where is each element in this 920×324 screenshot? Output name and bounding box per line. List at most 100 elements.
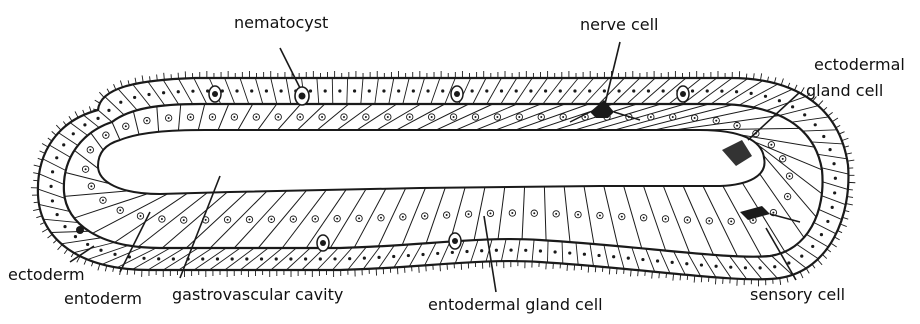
- ectoderm-nucleus: [583, 253, 586, 256]
- entoderm-nucleolus: [270, 218, 272, 220]
- entoderm-nucleolus: [715, 120, 717, 122]
- nematocyst-cell: [295, 87, 309, 105]
- ectoderm-nucleus: [834, 177, 837, 180]
- ectoderm-nucleus: [612, 255, 615, 258]
- nematocyst-cell: [451, 86, 463, 102]
- ectoderm-nucleus: [500, 89, 503, 92]
- entoderm-nucleolus: [358, 217, 360, 219]
- entoderm-nucleolus: [168, 117, 170, 119]
- entoderm-nucleolus: [380, 217, 382, 219]
- ectoderm-nucleus: [662, 89, 665, 92]
- entoderm-nucleolus: [161, 218, 163, 220]
- ectoderm-nucleus: [729, 266, 732, 269]
- label-nematocyst: nematocyst: [234, 13, 328, 32]
- ectoderm-nucleus: [157, 257, 160, 260]
- ectoderm-nucleus: [119, 101, 122, 104]
- entoderm-nucleolus: [672, 116, 674, 118]
- ectoderm-nucleus: [706, 89, 709, 92]
- ectoderm-nucleus: [113, 253, 116, 256]
- ectoderm-nucleus: [216, 257, 219, 260]
- ectoderm-nucleus: [685, 262, 688, 265]
- entoderm-nucleolus: [468, 213, 470, 215]
- ectoderm-nucleus: [289, 257, 292, 260]
- entoderm-nucleolus: [387, 116, 389, 118]
- ectoderm-nucleus: [471, 89, 474, 92]
- ectoderm-nucleus: [304, 257, 307, 260]
- ectoderm-nucleus: [671, 261, 674, 264]
- ectoderm-nucleus: [412, 89, 415, 92]
- ectoderm-nucleus: [421, 253, 424, 256]
- ectoderm-nucleus: [451, 251, 454, 254]
- entoderm-nucleolus: [90, 185, 92, 187]
- entoderm-nucleolus: [105, 134, 107, 136]
- ectoderm-nucleus: [647, 89, 650, 92]
- ectoderm-nucleus: [147, 93, 150, 96]
- ectoderm-nucleus: [250, 89, 253, 92]
- ectoderm-nucleus: [524, 249, 527, 252]
- label-nerve-cell: nerve cell: [580, 15, 659, 34]
- ectoderm-nucleus: [714, 265, 717, 268]
- entoderm-nucleolus: [314, 218, 316, 220]
- ectoderm-nucleus: [617, 89, 620, 92]
- ectoderm-nucleus: [51, 199, 54, 202]
- entoderm-nucleolus: [139, 215, 141, 217]
- entoderm-nucleolus: [446, 214, 448, 216]
- ectoderm-nucleus: [826, 220, 829, 223]
- ectoderm-nucleus: [177, 90, 180, 93]
- entoderm-nucleolus: [409, 116, 411, 118]
- ectoderm-nucleus: [377, 256, 380, 259]
- entoderm-nucleolus: [489, 212, 491, 214]
- ectoderm-nucleus: [800, 255, 803, 258]
- ectoderm-nucleus: [778, 99, 781, 102]
- nematocyst-cell: [449, 233, 461, 249]
- ectoderm-nucleus: [55, 156, 58, 159]
- ectoderm-nucleus: [397, 89, 400, 92]
- entoderm-nucleolus: [183, 219, 185, 221]
- entoderm-nucleolus: [343, 116, 345, 118]
- ectoderm-nucleus: [759, 266, 762, 269]
- ectoderm-nucleus: [426, 89, 429, 92]
- entoderm-nucleolus: [119, 209, 121, 211]
- entoderm-nucleolus: [211, 116, 213, 118]
- ectoderm-nucleus: [83, 123, 86, 126]
- ectoderm-nucleus: [338, 89, 341, 92]
- ectoderm-nucleus: [72, 132, 75, 135]
- entoderm-nucleolus: [770, 144, 772, 146]
- entoderm-nucleolus: [146, 120, 148, 122]
- entoderm-nucleolus: [730, 220, 732, 222]
- entoderm-nucleolus: [190, 116, 192, 118]
- label-sensory-cell: sensory cell: [750, 285, 845, 304]
- ectoderm-nucleus: [368, 89, 371, 92]
- entoderm-nucleolus: [255, 116, 257, 118]
- ectoderm-nucleus: [656, 259, 659, 262]
- ectoderm-nucleus: [832, 162, 835, 165]
- entoderm-nucleolus: [321, 116, 323, 118]
- ectoderm-nucleus: [831, 206, 834, 209]
- ectoderm-nucleus: [495, 249, 498, 252]
- ectoderm-nucleus: [275, 257, 278, 260]
- ectoderm-nucleus: [735, 90, 738, 93]
- entoderm-nucleolus: [518, 116, 520, 118]
- entoderm-nucleolus: [424, 215, 426, 217]
- entoderm-nucleolus: [431, 116, 433, 118]
- ectoderm-nucleus: [539, 249, 542, 252]
- entoderm-nucleolus: [772, 212, 774, 214]
- ectoderm-nucleus: [96, 117, 99, 120]
- ectoderm-nucleus: [245, 257, 248, 260]
- ectoderm-nucleus: [280, 89, 283, 92]
- ectoderm-nucleus: [235, 89, 238, 92]
- ectoderm-nucleus: [407, 254, 410, 257]
- ectoderm-nucleus: [529, 89, 532, 92]
- ectoderm-nucleus: [568, 251, 571, 254]
- ectoderm-nucleus: [465, 250, 468, 253]
- ectoderm-nucleus: [86, 243, 89, 246]
- ectoderm-nucleus: [172, 257, 175, 260]
- entoderm-nucleolus: [89, 149, 91, 151]
- entoderm-nucleolus: [453, 116, 455, 118]
- label-entoderm: entoderm: [64, 289, 142, 308]
- entoderm-nucleolus: [736, 125, 738, 127]
- entoderm-nucleolus: [584, 116, 586, 118]
- entoderm-nucleolus: [474, 116, 476, 118]
- entoderm-nucleolus: [650, 116, 652, 118]
- entoderm-nucleolus: [665, 218, 667, 220]
